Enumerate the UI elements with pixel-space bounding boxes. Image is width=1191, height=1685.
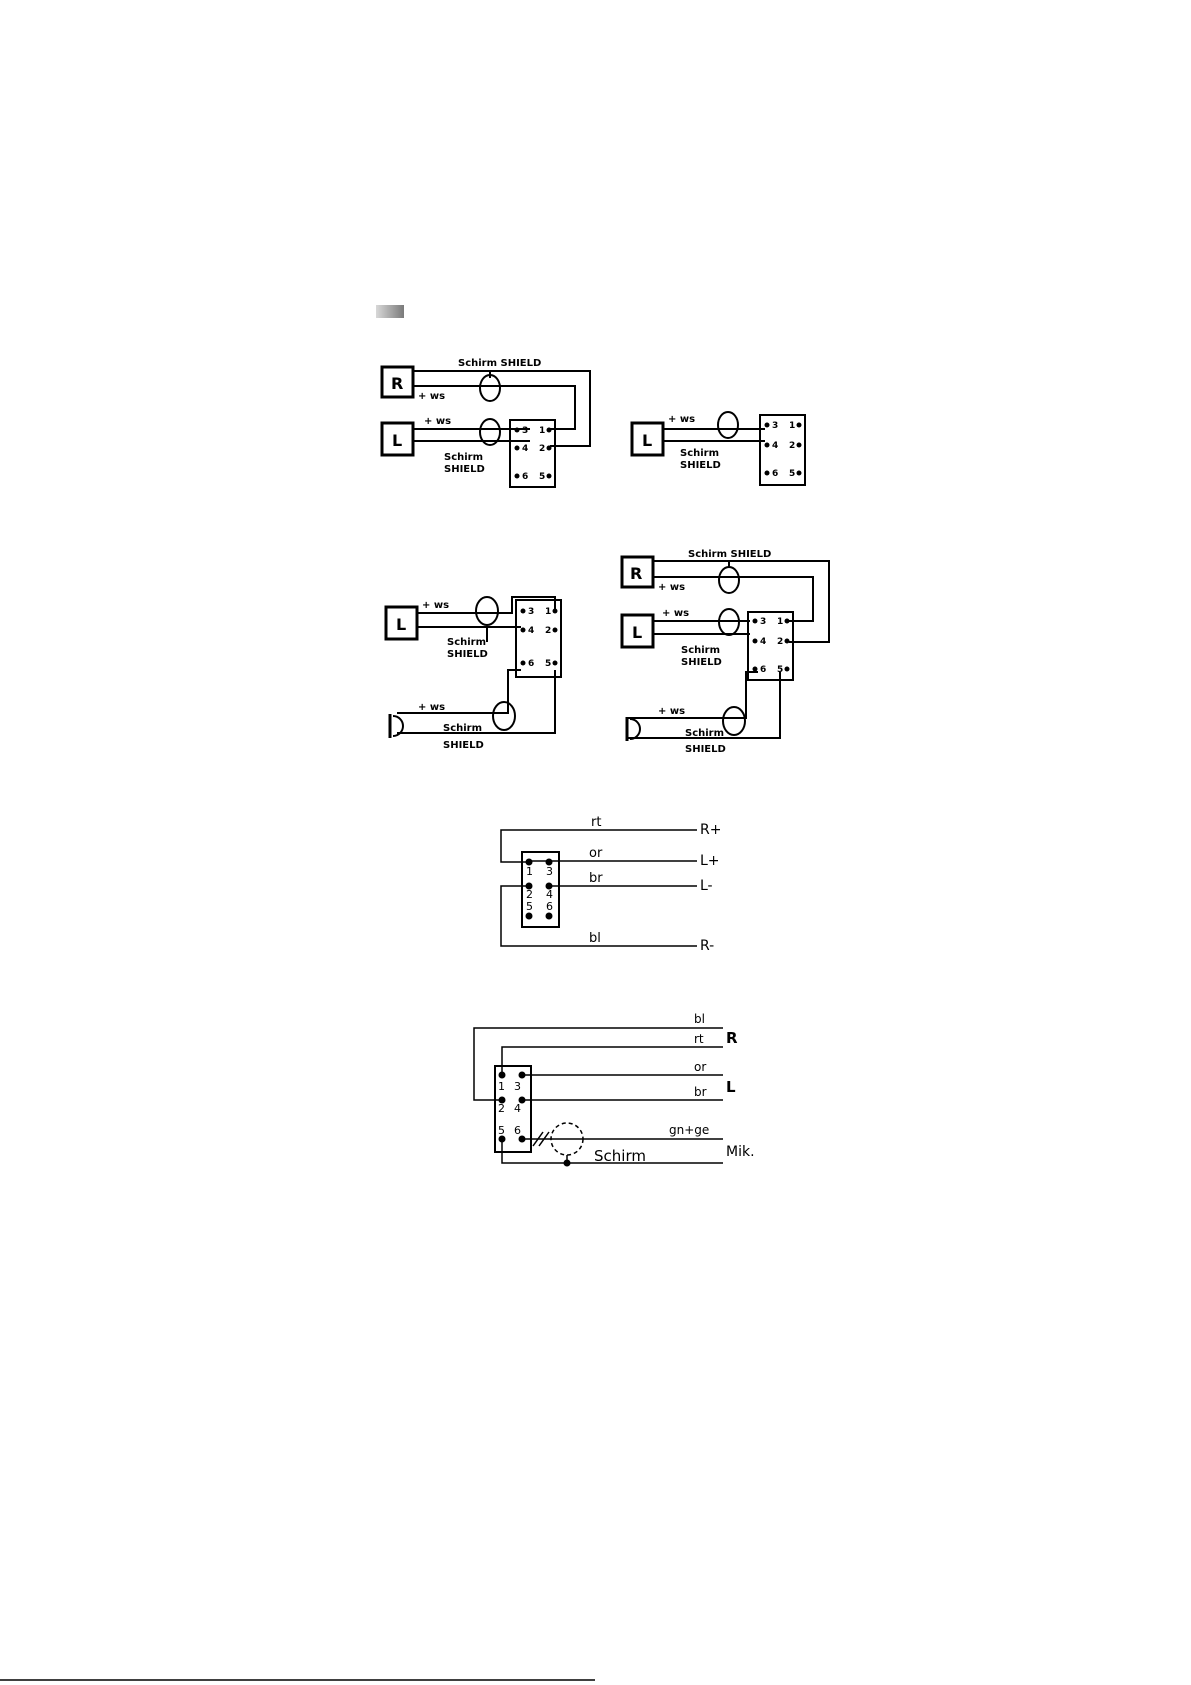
shield-label-d: SHIELD — [681, 657, 722, 668]
ws-label-mic-c: + ws — [418, 702, 445, 713]
svg-text:6: 6 — [772, 469, 778, 479]
svg-text:6: 6 — [514, 1124, 521, 1137]
svg-text:2: 2 — [789, 441, 795, 451]
svg-text:2: 2 — [539, 444, 545, 454]
wire-label-bl-f: bl — [694, 1012, 705, 1026]
svg-text:2: 2 — [777, 637, 783, 647]
diagram-a-stereo-headset: R L Schirm SHIELD + ws + ws Schirm SHIEL… — [382, 358, 590, 487]
svg-text:1: 1 — [545, 607, 551, 617]
wire-label-rt-e: rt — [591, 815, 601, 830]
wires-b — [663, 429, 765, 441]
svg-text:3: 3 — [514, 1080, 521, 1093]
svg-text:3: 3 — [760, 617, 766, 627]
speaker-r-label: R — [391, 374, 403, 393]
ws-label-l-d: + ws — [662, 608, 689, 619]
ws-label-b: + ws — [668, 414, 695, 425]
wire-label-rt-f: rt — [694, 1032, 704, 1046]
diagram-b-mono-headset: L + ws Schirm SHIELD 3 1 4 2 6 5 — [632, 412, 805, 485]
svg-text:5: 5 — [789, 469, 795, 479]
microphone-symbol-d — [630, 719, 640, 739]
wire-label-or-f: or — [694, 1060, 706, 1074]
schirm-label-a: Schirm — [444, 452, 483, 463]
end-label-l-plus: L+ — [700, 853, 720, 869]
schirm-label-f: Schirm — [594, 1147, 646, 1165]
diagram-c-mono-mic: L + ws Schirm SHIELD 3 1 4 2 6 5 + ws Sc… — [386, 597, 561, 751]
schirm-label-c: Schirm — [447, 637, 486, 648]
svg-text:4: 4 — [522, 444, 528, 454]
svg-text:4: 4 — [772, 441, 778, 451]
svg-text:2: 2 — [498, 1102, 505, 1115]
svg-text:5: 5 — [526, 900, 533, 913]
end-label-r-minus: R- — [700, 938, 714, 954]
svg-text:5: 5 — [498, 1124, 505, 1137]
schirm-label-mic-c: Schirm — [443, 723, 482, 734]
svg-text:3: 3 — [772, 421, 778, 431]
svg-text:5: 5 — [539, 472, 545, 482]
svg-text:6: 6 — [760, 665, 766, 675]
shield-ring-c — [476, 597, 498, 625]
end-label-r-plus: R+ — [700, 822, 721, 838]
shield-ring-r-d — [719, 567, 739, 593]
wire-label-gnge-f: gn+ge — [669, 1123, 709, 1137]
section-marker — [376, 305, 404, 318]
svg-text:4: 4 — [514, 1102, 521, 1115]
svg-text:6: 6 — [522, 472, 528, 482]
wire-label-br-f: br — [694, 1085, 707, 1099]
svg-text:1: 1 — [539, 426, 545, 436]
speaker-l-label-c: L — [396, 615, 406, 634]
wire-label-bl-e: bl — [589, 931, 601, 946]
speaker-l-label: L — [392, 431, 402, 450]
wire-label-or-e: or — [589, 846, 603, 861]
svg-text:2: 2 — [545, 626, 551, 636]
wires-a — [413, 371, 590, 446]
shield-label-mic-c: SHIELD — [443, 740, 484, 751]
diagram-f-color-code-mic: 1 3 2 4 5 6 bl rt or br gn+ge Schirm R L… — [474, 1012, 755, 1167]
shield-label-c: SHIELD — [447, 649, 488, 660]
ws-label-r-d: + ws — [658, 582, 685, 593]
diagram-d-stereo-mic: R L Schirm SHIELD + ws + ws Schirm SHIEL… — [622, 549, 829, 755]
schirm-label-b: Schirm — [680, 448, 719, 459]
shield-label-b: SHIELD — [680, 460, 721, 471]
svg-text:1: 1 — [498, 1080, 505, 1093]
svg-text:3: 3 — [528, 607, 534, 617]
svg-text:6: 6 — [528, 659, 534, 669]
speaker-l-label-b: L — [642, 431, 652, 450]
shield-ring-r — [480, 375, 500, 401]
svg-text:1: 1 — [777, 617, 783, 627]
end-label-l-minus: L- — [700, 878, 713, 894]
end-label-r-f: R — [726, 1029, 738, 1047]
ws-label-mic-d: + ws — [658, 706, 685, 717]
shield-label-mic-d: SHIELD — [685, 744, 726, 755]
schirm-label-mic-d: Schirm — [685, 728, 724, 739]
wire-label-br-e: br — [589, 871, 603, 886]
shield-label-a: SHIELD — [444, 464, 485, 475]
svg-text:1: 1 — [526, 865, 533, 878]
svg-text:4: 4 — [528, 626, 534, 636]
diagram-e-color-code: 1 3 2 4 5 6 rt or br bl R+ L+ L- R- — [501, 815, 721, 954]
svg-text:1: 1 — [789, 421, 795, 431]
svg-text:3: 3 — [546, 865, 553, 878]
end-label-mik-f: Mik. — [726, 1144, 755, 1160]
svg-text:3: 3 — [522, 426, 528, 436]
shield-ring-mic-c — [493, 702, 515, 730]
schirm-shield-label-d: Schirm SHIELD — [688, 549, 771, 560]
svg-text:6: 6 — [546, 900, 553, 913]
schirm-label-d: Schirm — [681, 645, 720, 656]
shield-ring-b — [718, 412, 738, 438]
schirm-shield-label-top: Schirm SHIELD — [458, 358, 541, 369]
svg-text:5: 5 — [545, 659, 551, 669]
wires-f — [474, 1028, 723, 1163]
end-label-l-f: L — [726, 1078, 736, 1096]
svg-text:4: 4 — [760, 637, 766, 647]
ws-label-c: + ws — [422, 600, 449, 611]
ws-label-l: + ws — [424, 416, 451, 427]
speaker-r-label-d: R — [630, 564, 642, 583]
speaker-l-label-d: L — [632, 623, 642, 642]
ws-label-r: + ws — [418, 391, 445, 402]
shield-ring-mic-d — [723, 707, 745, 735]
svg-text:5: 5 — [777, 665, 783, 675]
